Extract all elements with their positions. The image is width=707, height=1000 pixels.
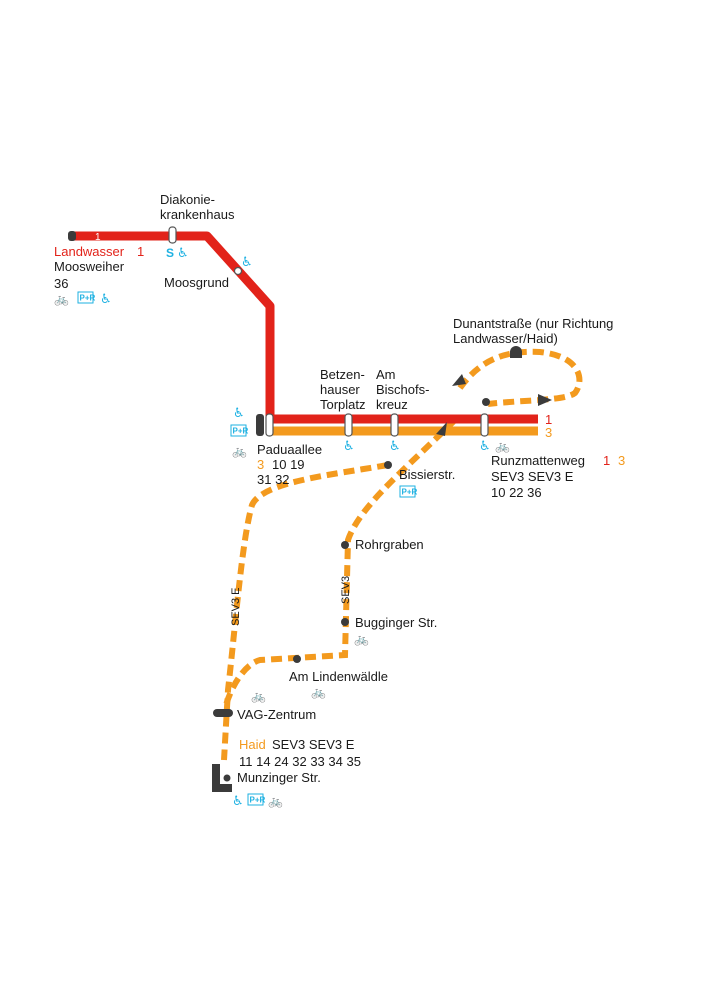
svg-text:P+R: P+R (233, 427, 249, 436)
wheelchair-icon: ♿ (100, 292, 112, 307)
stop-label-betzenhauser-3: Torplatz (320, 397, 366, 412)
wheelchair-icon: ♿ (177, 246, 189, 261)
stop-bissier[interactable] (384, 461, 392, 469)
terminus-haid[interactable] (212, 764, 232, 792)
route-sev3e (221, 462, 389, 761)
wheelchair-icon: ♿ (479, 439, 491, 454)
stop-rohrgraben[interactable] (341, 541, 349, 549)
sev-routes (221, 348, 583, 761)
stop-lindenwaeldle[interactable] (293, 655, 301, 663)
direction-arrow-icon (436, 422, 447, 436)
bike-icon: 🚲 (495, 439, 510, 453)
terminus-landwasser[interactable] (68, 231, 76, 241)
stop-bugginger[interactable] (341, 618, 349, 626)
wheelchair-icon: ♿ (241, 255, 253, 270)
stop-moosgrund[interactable] (233, 266, 243, 276)
bike-icon: 🚲 (268, 794, 283, 808)
line-badge-runzmatten-3: 3 (618, 453, 625, 468)
stop-label-runzmattenweg: Runzmattenweg (491, 453, 585, 468)
stop-label-moosgrund: Moosgrund (164, 275, 229, 290)
stop-diakonie[interactable] (168, 226, 177, 244)
stop-sub-landwasser: Moosweiher (54, 259, 125, 274)
line-1-end-label: 1 (545, 412, 552, 427)
park-and-ride-icon: P+R (77, 291, 96, 304)
stop-label-bissier: Bissierstr. (399, 467, 455, 482)
stop-label-landwasser: Landwasser (54, 244, 125, 259)
route-label-sev3: SEV3 (340, 576, 352, 604)
tram-lines (72, 231, 538, 436)
bus-lines-runzmatten: 10 22 36 (491, 485, 542, 500)
route-loop (457, 348, 583, 407)
stop-label-betzenhauser-2: hauser (320, 382, 360, 397)
route-sev3 (223, 417, 458, 706)
stop-label-paduaallee: Paduaallee (257, 442, 322, 457)
direction-arrow-icon (452, 374, 466, 386)
svg-text:P+R: P+R (80, 294, 96, 303)
line-badge-runzmatten-1: 1 (603, 453, 610, 468)
stop-label-dunant: Dunantstraße (nur Richtung (453, 316, 613, 331)
line-1-marker: 1 (95, 232, 101, 243)
bike-icon: 🚲 (54, 292, 69, 306)
stop-label-vag: VAG-Zentrum (237, 707, 316, 722)
stop-label-munzinger: Munzinger Str. (237, 770, 321, 785)
terminus-paduaallee[interactable] (256, 414, 264, 436)
direction-arrows (436, 374, 552, 436)
bike-icon: 🚲 (354, 632, 369, 646)
park-and-ride-icon: P+R (399, 485, 418, 498)
stop-markers (68, 226, 522, 792)
park-and-ride-icon: P+R (230, 424, 249, 437)
bus-lines-haid: 11 14 24 32 33 34 35 (239, 754, 361, 769)
bus-lines-landwasser: 36 (54, 276, 68, 291)
stop-label-bugginger: Bugginger Str. (355, 615, 437, 630)
sev-lines-runzmatten: SEV3 SEV3 E (491, 469, 574, 484)
stop-paduaallee[interactable] (265, 413, 274, 437)
wheelchair-icon: ♿ (343, 439, 355, 454)
stop-label-diakonie-2: krankenhaus (160, 207, 235, 222)
stop-dunant[interactable] (510, 346, 522, 358)
wheelchair-icon: ♿ (233, 406, 245, 421)
stop-label-diakonie: Diakonie- (160, 192, 215, 207)
stop-betzenhauser[interactable] (344, 413, 353, 437)
park-and-ride-icon: P+R (247, 793, 266, 806)
stop-bischofskreuz[interactable] (390, 413, 399, 437)
svg-text:P+R: P+R (402, 488, 418, 497)
line-3-end-label: 3 (545, 425, 552, 440)
stop-runzmattenweg[interactable] (480, 413, 489, 437)
line-1-path (72, 231, 538, 424)
sev-lines-haid: SEV3 SEV3 E (272, 737, 355, 752)
bus-lines-paduaallee-2: 31 32 (257, 472, 290, 487)
stop-label-haid: Haid (239, 737, 266, 752)
svg-text:P+R: P+R (250, 796, 266, 805)
stop-label-dunant-2: Landwasser/Haid) (453, 331, 558, 346)
stop-label-betzenhauser: Betzen- (320, 367, 365, 382)
line-badge-landwasser: 1 (137, 244, 144, 259)
wheelchair-icon: ♿ (232, 794, 244, 809)
bus-lines-paduaallee: 10 19 (272, 457, 305, 472)
stop-label-bischofskreuz: Am (376, 367, 396, 382)
direction-arrow-icon (538, 394, 552, 406)
stop-label-rohrgraben: Rohrgraben (355, 537, 424, 552)
wheelchair-icon: ♿ (389, 439, 401, 454)
bike-icon: 🚲 (311, 685, 326, 699)
stop-munzinger[interactable] (223, 774, 231, 782)
stop-label-lindenwaeldle: Am Lindenwäldle (289, 669, 388, 684)
route-label-sev3e: SEV3 E (230, 587, 242, 626)
s-bahn-icon: S (166, 246, 174, 260)
stop-vag[interactable] (213, 709, 233, 717)
bike-icon: 🚲 (251, 689, 266, 703)
stop-label-bischofskreuz-2: Bischofs- (376, 382, 429, 397)
line-badge-paduaallee: 3 (257, 457, 264, 472)
stop-runzmatten-sev[interactable] (482, 398, 490, 406)
stop-label-bischofskreuz-3: kreuz (376, 397, 408, 412)
bike-icon: 🚲 (232, 444, 247, 458)
